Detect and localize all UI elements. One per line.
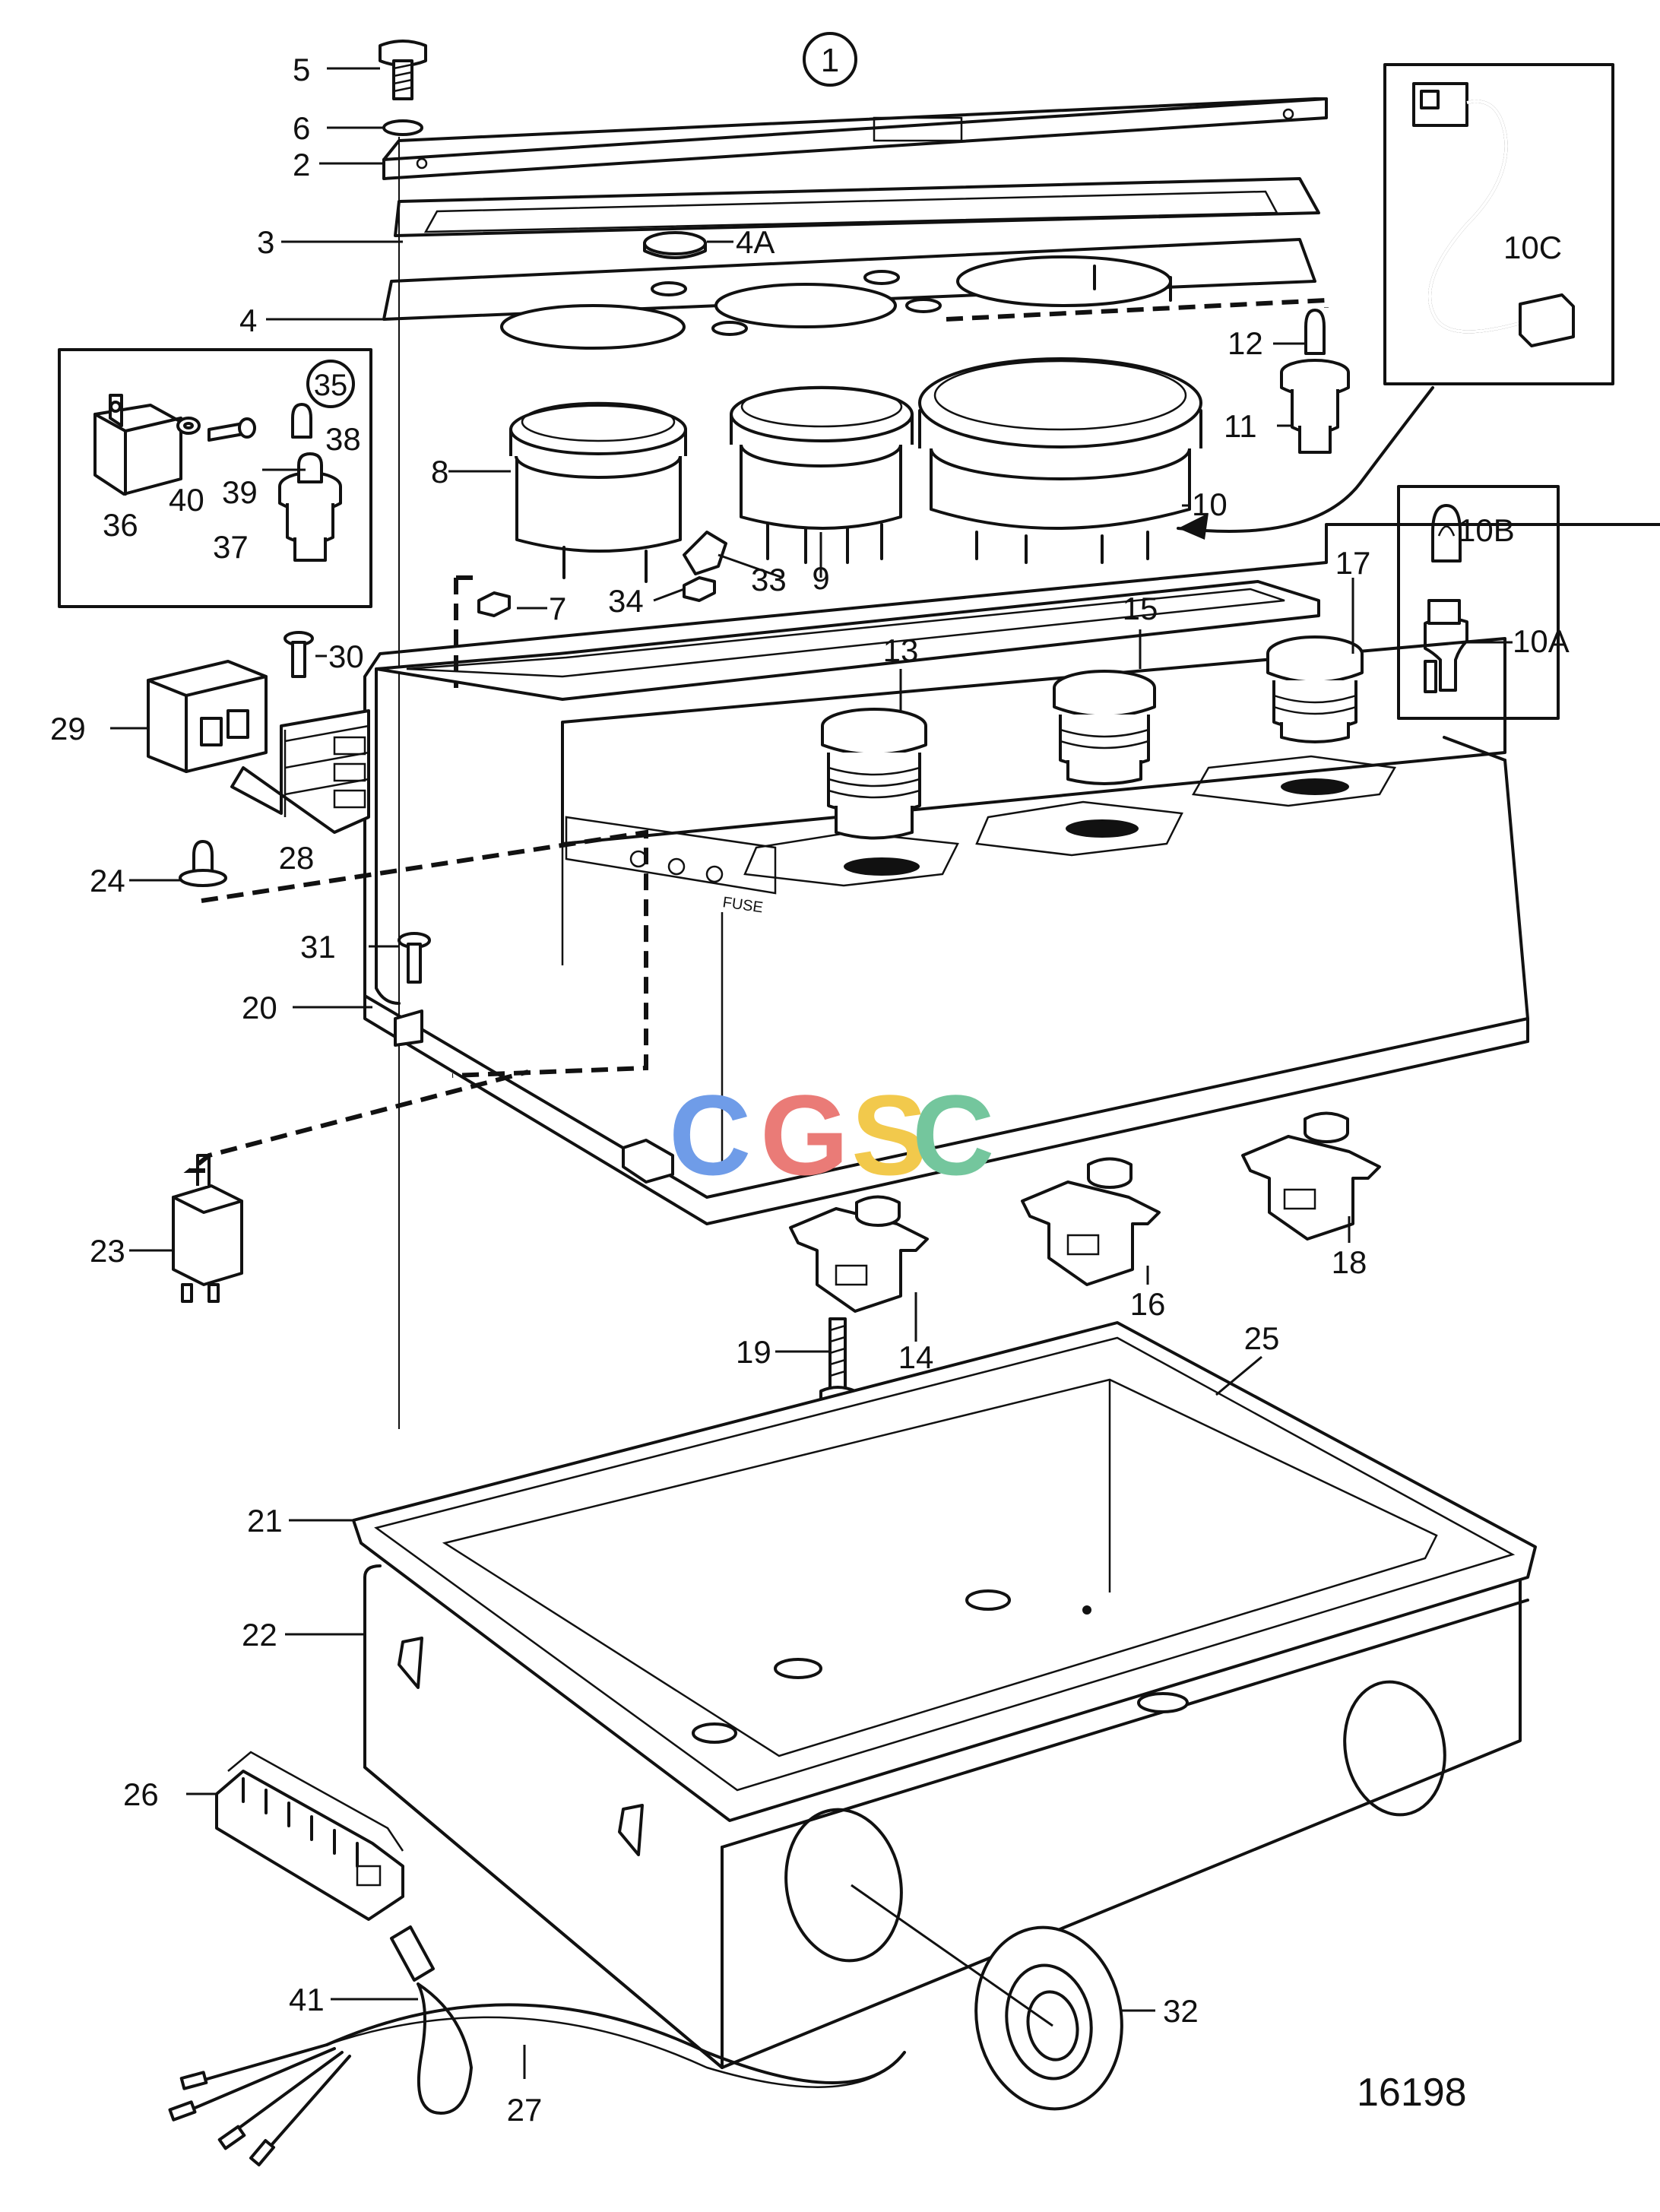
callout-26: 26 (123, 1776, 159, 1812)
inset-35-label: 35 (314, 369, 348, 402)
callout-20: 20 (242, 990, 277, 1025)
assembly-label: 1 (821, 42, 839, 79)
callout-40: 40 (169, 482, 204, 518)
inset-10c-box (1383, 63, 1614, 385)
callout-8: 8 (431, 454, 448, 490)
front-cover-2 (382, 97, 1328, 180)
leader-lines (110, 67, 1513, 2079)
callout-32: 32 (1163, 1993, 1199, 2029)
callout-30: 30 (328, 639, 364, 674)
bulb-holder-11 (1280, 359, 1350, 454)
callout-19: 19 (736, 1334, 771, 1370)
callout-2: 2 (293, 147, 310, 182)
cable-tie-41 (390, 1925, 473, 2115)
callout-10C: 10C (1503, 230, 1562, 265)
callout-22: 22 (242, 1617, 277, 1653)
callout-10A: 10A (1513, 623, 1570, 659)
gauge-10 (918, 357, 1202, 564)
arrow-10-to-10c (1177, 386, 1434, 533)
switch-16 (1021, 1157, 1161, 1286)
callout-10: 10 (1192, 486, 1228, 522)
callout-15: 15 (1123, 591, 1158, 626)
gasket-21 (352, 1321, 1537, 1822)
callout-41: 41 (289, 1982, 325, 2017)
callout-7: 7 (549, 591, 566, 626)
washer-6 (382, 119, 423, 136)
wiring-dashed (201, 829, 648, 1078)
watermark-letter-4: C (912, 1071, 994, 1199)
callout-11: 11 (1224, 408, 1257, 444)
callout-39: 39 (222, 474, 258, 510)
callout-4: 4 (239, 303, 257, 338)
callout-38: 38 (325, 421, 361, 457)
cover-text: FUSE (721, 894, 764, 916)
upper-housing-20 (363, 523, 1660, 1225)
switch-13 (821, 708, 927, 840)
watermark-letter-3: S (851, 1071, 927, 1199)
plug-4a (643, 231, 707, 259)
callout-16: 16 (1130, 1286, 1166, 1322)
bracket-28 (230, 709, 370, 834)
callout-5: 5 (293, 52, 310, 87)
callout-33: 33 (751, 562, 787, 597)
watermark-letter-1: C (669, 1071, 751, 1199)
gauge-9 (730, 385, 914, 564)
screw-31 (398, 932, 431, 984)
callout-9: 9 (812, 560, 829, 596)
callout-14: 14 (898, 1339, 934, 1375)
callout-17: 17 (1335, 545, 1371, 581)
callout-6: 6 (293, 110, 310, 146)
screw-5 (379, 40, 427, 100)
watermark-letter-2: G (760, 1071, 849, 1199)
callout-36: 36 (103, 507, 138, 543)
callout-10B: 10B (1458, 512, 1515, 548)
callout-31: 31 (300, 929, 336, 965)
callout-23: 23 (90, 1233, 125, 1269)
lamp-24 (179, 840, 227, 887)
drawing-number: 16198 (1357, 2071, 1467, 2115)
switch-18 (1241, 1111, 1381, 1241)
callout-13: 13 (883, 632, 919, 668)
callout-21: 21 (247, 1503, 283, 1539)
callout-28: 28 (279, 840, 315, 876)
nut-7 (477, 591, 511, 617)
relay-29 (147, 660, 268, 773)
callout-3: 3 (257, 224, 274, 260)
switch-14 (789, 1195, 929, 1313)
callout-29: 29 (50, 711, 86, 746)
lower-box-22 (363, 1378, 1529, 2069)
bracket-33 (683, 531, 727, 575)
watermark: C G S C (669, 1071, 994, 1199)
screw-30 (284, 631, 314, 678)
callout-25: 25 (1244, 1320, 1280, 1356)
bulb-12 (1304, 309, 1326, 355)
callout-18: 18 (1332, 1244, 1367, 1280)
instrument-plate-4 (382, 238, 1316, 350)
cable-27 (168, 2003, 906, 2166)
gasket-3 (394, 177, 1320, 237)
callout-34: 34 (608, 583, 644, 619)
callout-4A: 4A (736, 224, 775, 260)
grommet-32 (974, 1925, 1123, 2111)
callout-24: 24 (90, 863, 125, 898)
callout-27: 27 (507, 2092, 543, 2128)
callout-37: 37 (213, 529, 249, 565)
switch-15 (1053, 670, 1156, 785)
nut-34 (683, 576, 716, 602)
callout-12: 12 (1228, 325, 1263, 361)
fuse-holder-23 (172, 1154, 243, 1303)
inset-35-box (58, 348, 372, 608)
switch-17 (1266, 635, 1364, 743)
gauge-8 (509, 401, 687, 583)
inset-10a-10b-box (1397, 485, 1560, 720)
terminal-block-26 (215, 1751, 404, 1921)
